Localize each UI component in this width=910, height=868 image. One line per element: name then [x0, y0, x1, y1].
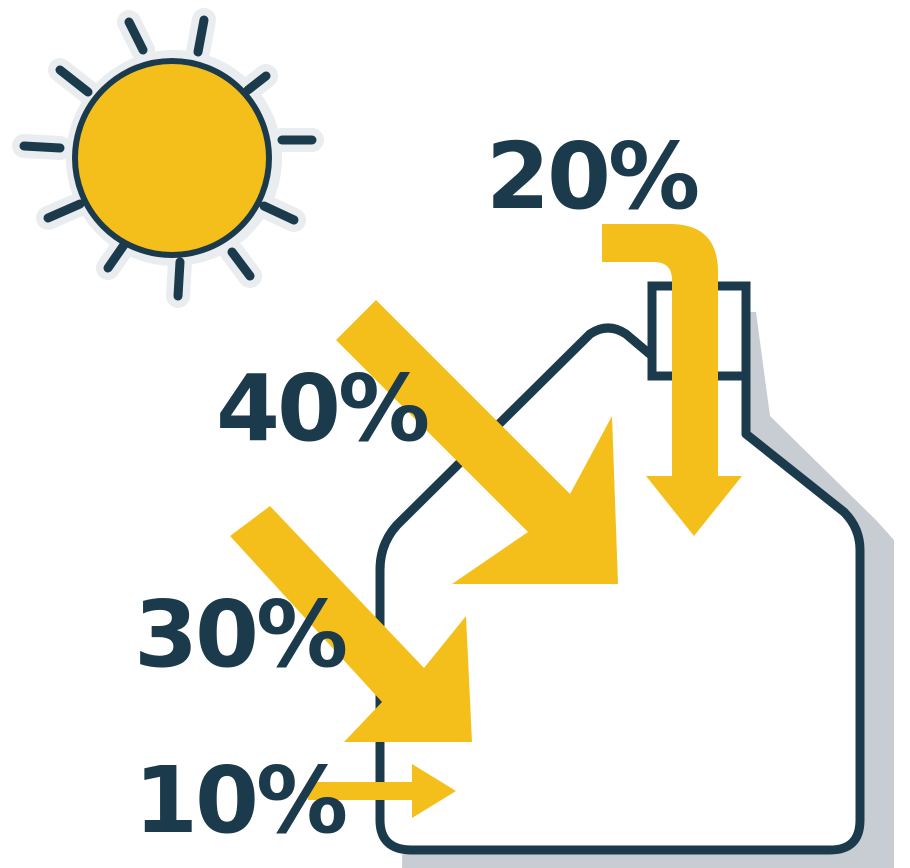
- label-30-percent: 30%: [134, 581, 346, 688]
- label-40-percent: 40%: [216, 355, 428, 462]
- house-icon: [380, 286, 894, 868]
- label-10-percent: 10%: [134, 747, 346, 854]
- sun-icon: [24, 20, 312, 296]
- label-20-percent: 20%: [486, 123, 698, 230]
